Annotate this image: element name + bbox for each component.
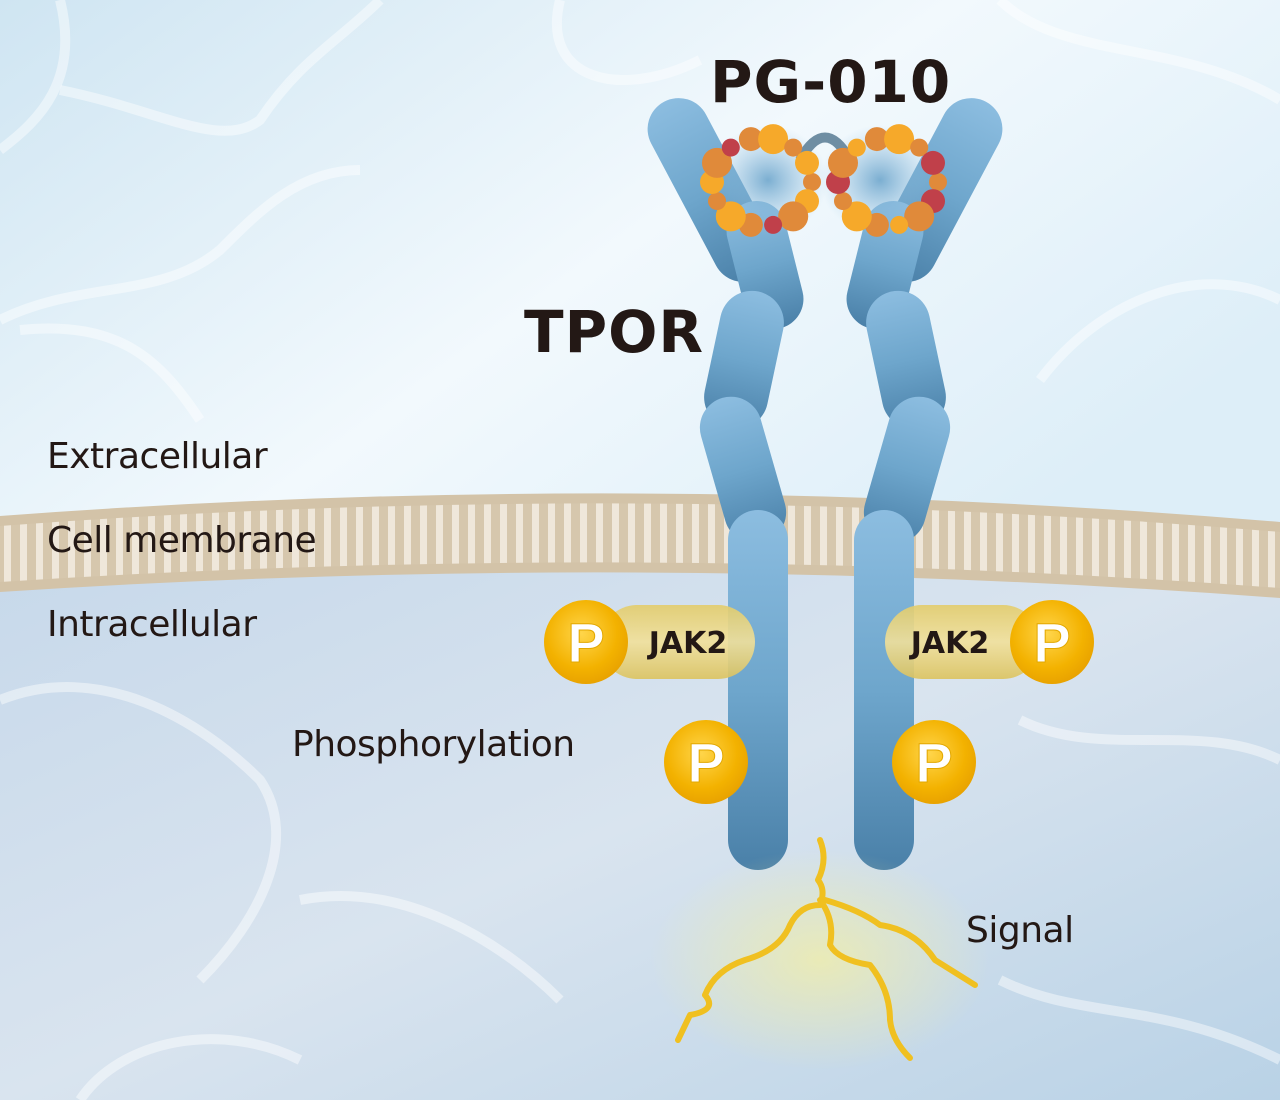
- pg-010-bead-right: [847, 138, 866, 157]
- receptor-label: TPOR: [524, 298, 705, 366]
- drug-label: PG-010: [710, 48, 952, 116]
- pg-010-bead-right: [929, 173, 947, 191]
- pg-010-bead-right: [884, 124, 915, 155]
- signal-lightning: [650, 837, 990, 1070]
- phospho-receptor-right: [892, 720, 976, 804]
- phospho-jak2-left: [544, 600, 628, 684]
- extracellular-label: Extracellular: [47, 436, 268, 477]
- pg-010-molecule: [700, 124, 947, 237]
- pg-010-bead-right: [828, 147, 858, 178]
- pg-010-bead-left: [764, 215, 783, 234]
- phospho-label-rec-right: P: [915, 731, 952, 794]
- pg-010-bead-right: [890, 215, 909, 234]
- pg-010-bead-left: [758, 124, 789, 155]
- pg-010-bead-left: [795, 150, 819, 175]
- membrane-label: Cell membrane: [47, 520, 317, 561]
- cell-membrane: [0, 493, 1280, 598]
- pg-010-bead-right: [864, 127, 889, 152]
- pg-010-bead-right: [910, 138, 929, 157]
- pg-010-bead-left: [803, 173, 821, 191]
- jak2-right: [885, 605, 1040, 679]
- signal-label: Signal: [966, 910, 1074, 951]
- pg-010-bead-right: [834, 192, 852, 211]
- jak2-left: [600, 605, 755, 679]
- phospho-receptor-left: [664, 720, 748, 804]
- pg-010-bead-left: [715, 201, 746, 232]
- phospho-label-rec-left: P: [687, 731, 724, 794]
- extracellular-space: [0, 0, 1280, 560]
- pg-010-bead-left: [784, 138, 803, 157]
- pg-010-bead-left: [721, 138, 740, 157]
- jak2-label-left: JAK2: [647, 626, 728, 661]
- pg-010-bead-right: [841, 201, 872, 232]
- pg-010-bead-left: [778, 201, 809, 232]
- phosphorylation-label: Phosphorylation: [292, 724, 575, 765]
- phospho-jak2-right: [1010, 600, 1094, 684]
- pg-010-bead-right: [921, 150, 945, 175]
- pg-010-bead-right: [904, 201, 935, 232]
- intracellular-label: Intracellular: [47, 604, 257, 645]
- pg-010-bead-left: [708, 192, 726, 211]
- phospho-label-jak-right: P: [1033, 611, 1070, 674]
- phospho-label-jak-left: P: [567, 611, 604, 674]
- jak2-label-right: JAK2: [909, 626, 990, 661]
- pg-010-bead-left: [702, 147, 732, 178]
- pg-010-bead-left: [738, 127, 763, 152]
